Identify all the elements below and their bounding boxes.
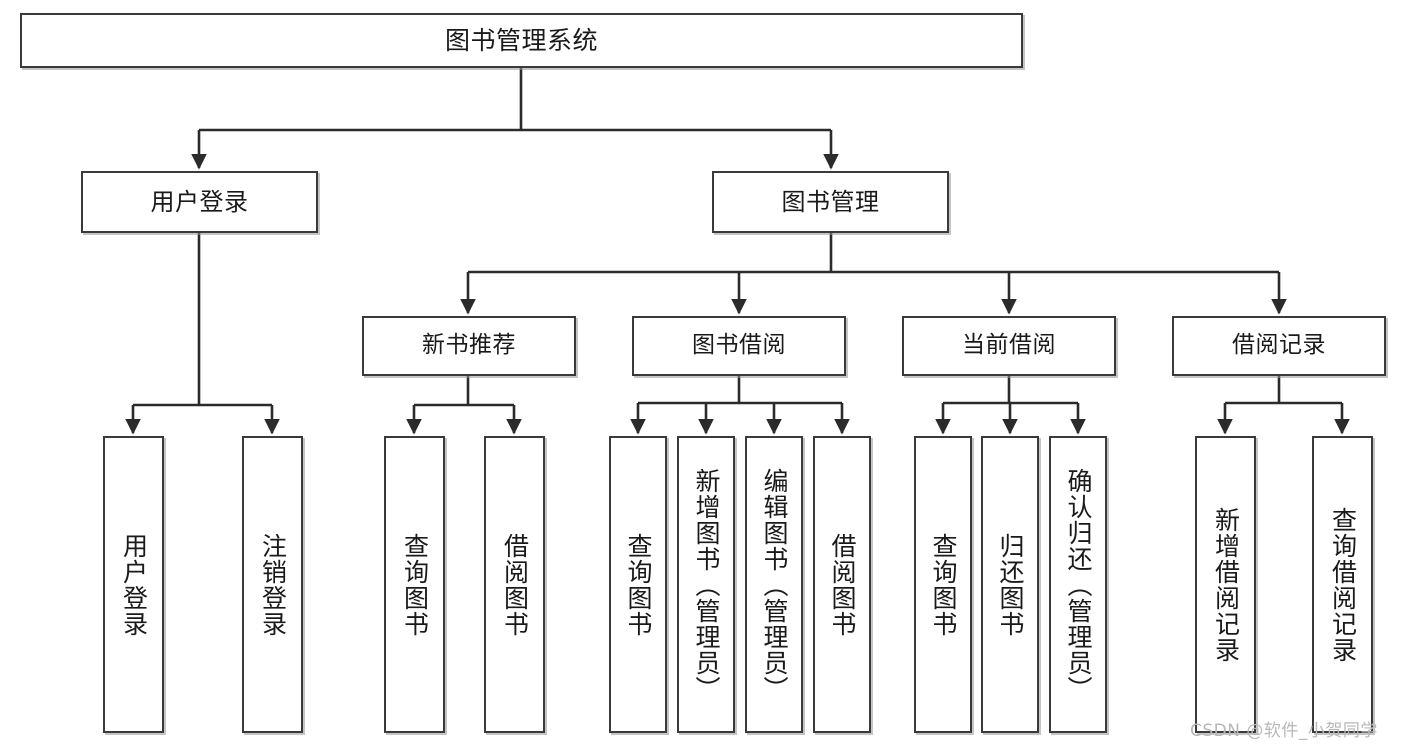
node-leaf-user-login[interactable]: 用户登录 — [103, 436, 164, 733]
node-leaf-user-logout-label: 注销登录 — [258, 532, 288, 637]
node-leaf-confirm-return-label: 确认归还（管理员） — [1064, 467, 1093, 702]
node-book-borrow[interactable]: 图书借阅 — [632, 316, 846, 376]
node-user-login[interactable]: 用户登录 — [81, 171, 318, 233]
node-leaf-query-book-1-label: 查询图书 — [400, 532, 430, 637]
node-root-label: 图书管理系统 — [444, 25, 598, 55]
node-leaf-borrow-book-2-label: 借阅图书 — [828, 532, 857, 637]
node-leaf-return-book-label: 归还图书 — [996, 532, 1025, 637]
node-book-borrow-label: 图书借阅 — [692, 332, 786, 359]
node-leaf-query-book-1[interactable]: 查询图书 — [384, 436, 445, 733]
node-borrow-record[interactable]: 借阅记录 — [1172, 316, 1386, 376]
node-leaf-add-record-label: 新增借阅记录 — [1211, 506, 1241, 663]
node-current-borrow[interactable]: 当前借阅 — [902, 316, 1116, 376]
node-book-manage[interactable]: 图书管理 — [712, 171, 949, 233]
node-leaf-add-book[interactable]: 新增图书（管理员） — [677, 436, 735, 733]
csdn-watermark: CSDN @软件_小贺同学 — [1190, 721, 1378, 741]
node-leaf-borrow-book-2[interactable]: 借阅图书 — [813, 436, 871, 733]
node-leaf-borrow-book-1-label: 借阅图书 — [500, 532, 530, 637]
node-leaf-query-book-2-label: 查询图书 — [624, 532, 653, 637]
node-leaf-query-book-3-label: 查询图书 — [929, 532, 958, 637]
node-root[interactable]: 图书管理系统 — [20, 13, 1023, 68]
node-new-book-rec-label: 新书推荐 — [422, 332, 516, 359]
node-current-borrow-label: 当前借阅 — [962, 332, 1056, 359]
node-leaf-confirm-return[interactable]: 确认归还（管理员） — [1049, 436, 1107, 733]
node-leaf-user-logout[interactable]: 注销登录 — [242, 436, 303, 733]
node-leaf-borrow-book-1[interactable]: 借阅图书 — [484, 436, 545, 733]
node-leaf-edit-book-label: 编辑图书（管理员） — [760, 467, 789, 702]
node-leaf-add-record[interactable]: 新增借阅记录 — [1195, 436, 1256, 733]
node-user-login-label: 用户登录 — [150, 187, 249, 216]
node-leaf-return-book[interactable]: 归还图书 — [981, 436, 1039, 733]
node-book-manage-label: 图书管理 — [781, 187, 880, 216]
node-leaf-user-login-label: 用户登录 — [119, 532, 149, 637]
node-leaf-query-book-2[interactable]: 查询图书 — [609, 436, 667, 733]
node-leaf-query-book-3[interactable]: 查询图书 — [914, 436, 972, 733]
node-borrow-record-label: 借阅记录 — [1232, 332, 1326, 359]
node-new-book-rec[interactable]: 新书推荐 — [362, 316, 576, 376]
node-leaf-add-book-label: 新增图书（管理员） — [692, 467, 721, 702]
node-leaf-query-record-label: 查询借阅记录 — [1328, 506, 1358, 663]
node-leaf-edit-book[interactable]: 编辑图书（管理员） — [745, 436, 803, 733]
node-leaf-query-record[interactable]: 查询借阅记录 — [1312, 436, 1373, 733]
